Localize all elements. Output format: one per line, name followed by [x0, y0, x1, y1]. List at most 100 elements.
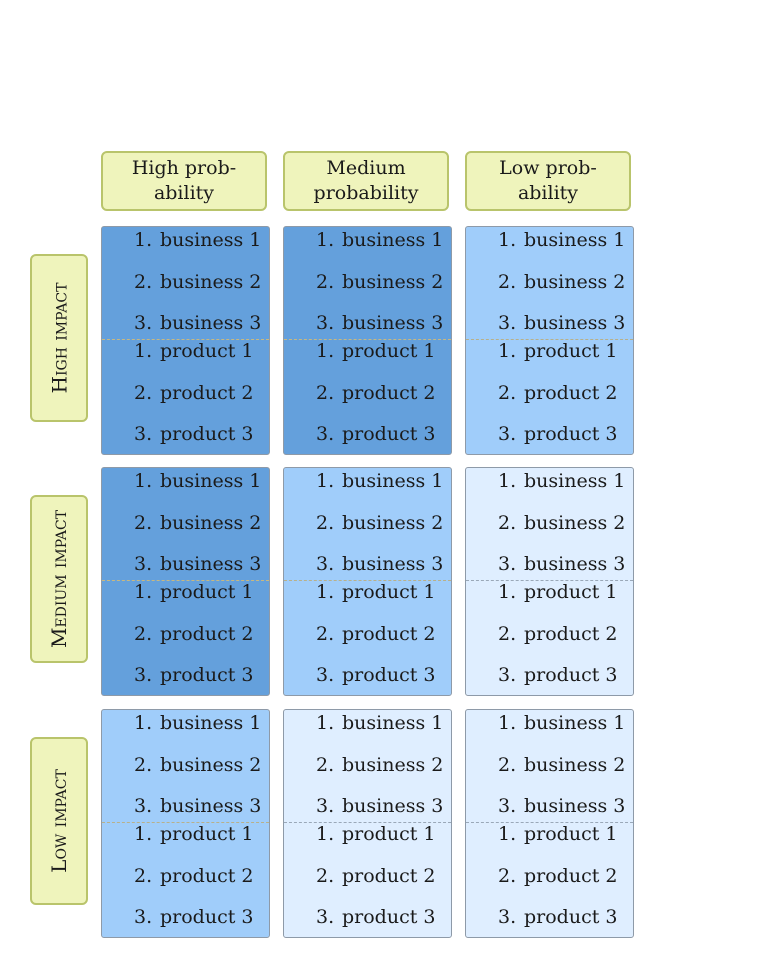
row-header-label: High impact	[47, 282, 72, 394]
item-label: product 1	[342, 581, 436, 603]
list-item: 2.business 2	[134, 754, 261, 776]
item-number: 3.	[498, 423, 517, 445]
item-number: 3.	[498, 553, 517, 575]
list-item: 3.business 3	[498, 553, 625, 575]
item-number: 2.	[498, 622, 517, 645]
item-label: product 3	[160, 906, 254, 928]
item-label: product 3	[524, 423, 618, 445]
list-item: 2.business 2	[498, 271, 625, 293]
list-item: 2.business 2	[498, 754, 625, 776]
item-label: business 1	[342, 229, 444, 251]
list-item: 1.business 1	[498, 470, 625, 492]
item-number: 3.	[316, 795, 335, 817]
list-item: 3.product 3	[498, 906, 618, 928]
item-label: product 1	[160, 340, 254, 362]
item-number: 1.	[134, 340, 153, 362]
list-item: 2.product 2	[316, 382, 436, 404]
item-label: business 1	[342, 470, 444, 492]
item-label: product 1	[524, 340, 618, 362]
item-label: product 2	[160, 622, 254, 645]
item-label: business 1	[524, 712, 626, 734]
item-number: 1.	[498, 470, 517, 492]
item-number: 3.	[134, 553, 153, 575]
row-header-label: Low impact	[47, 769, 72, 873]
item-number: 1.	[316, 581, 335, 603]
item-label: business 2	[342, 270, 444, 293]
item-label: product 1	[524, 823, 618, 845]
list-item: 3. product 3	[498, 664, 618, 686]
item-number: 2.	[134, 511, 153, 534]
list-item: 2.product 2	[316, 865, 436, 887]
item-number: 2.	[316, 511, 335, 534]
column-header-label: Medium probability	[313, 157, 419, 204]
item-number: 3.	[134, 664, 153, 686]
column-header: Medium probability	[283, 151, 449, 211]
item-number: 2.	[134, 381, 153, 404]
item-label: product 3	[342, 664, 436, 686]
item-label: business 2	[160, 270, 262, 293]
item-label: product 3	[524, 906, 618, 928]
item-label: product 2	[160, 381, 254, 404]
item-number: 2.	[134, 622, 153, 645]
item-number: 2.	[316, 270, 335, 293]
list-item: 1. business 1	[316, 229, 443, 251]
list-item: 2. product 2	[134, 623, 254, 645]
item-number: 2.	[134, 753, 153, 776]
list-item: 2. business 2	[316, 512, 443, 534]
item-number: 2.	[316, 381, 335, 404]
item-number: 1.	[498, 823, 517, 845]
item-number: 1.	[134, 229, 153, 251]
item-label: product 1	[524, 581, 618, 603]
item-number: 3.	[498, 312, 517, 334]
item-label: business 1	[342, 712, 444, 734]
list-item: 2.product 2	[316, 623, 436, 645]
item-label: product 1	[160, 581, 254, 603]
row-header: Low impact	[30, 737, 88, 905]
item-label: product 1	[342, 823, 436, 845]
item-label: product 2	[524, 622, 618, 645]
item-number: 2.	[316, 753, 335, 776]
list-item: 2. business 2	[316, 271, 443, 293]
column-header-label: High prob- ability	[131, 157, 237, 204]
item-label: business 3	[342, 553, 444, 575]
item-label: business 1	[160, 712, 262, 734]
column-header-label: Low prob- ability	[499, 157, 597, 204]
list-item: 2.product 2	[498, 865, 618, 887]
list-item: 1.business 1	[134, 229, 261, 251]
business-list: 1.business 1 2.business 2 3. business 3	[102, 710, 269, 824]
item-label: product 1	[160, 823, 254, 845]
item-label: business 2	[342, 511, 444, 534]
item-number: 3.	[498, 664, 517, 686]
item-label: business 3	[160, 795, 262, 817]
item-label: business 1	[160, 470, 262, 492]
item-number: 3.	[316, 906, 335, 928]
row-header-label: Medium impact	[47, 509, 72, 649]
list-item: 1. product 1	[316, 823, 436, 845]
list-item: 1.business 1	[134, 712, 261, 734]
item-number: 1.	[316, 823, 335, 845]
list-item: 3.business 3	[134, 553, 261, 575]
product-list: 1. product 1 2.product 2 3.product 3	[466, 822, 633, 937]
item-number: 2.	[316, 864, 335, 887]
list-item: 3.product 3	[316, 423, 436, 445]
item-label: business 3	[160, 312, 262, 334]
list-item: 1.business 1	[316, 712, 443, 734]
list-item: 1.business 1	[498, 712, 625, 734]
item-label: business 1	[524, 229, 626, 251]
list-item: 3. business 3	[134, 795, 261, 817]
list-item: 2.business 2	[316, 754, 443, 776]
item-number: 1.	[316, 229, 335, 251]
item-number: 2.	[134, 864, 153, 887]
list-item: 3.product 3	[316, 664, 436, 686]
item-label: product 3	[524, 664, 618, 686]
item-number: 3.	[134, 795, 153, 817]
list-item: 1.product 1	[134, 581, 254, 603]
item-number: 1.	[316, 470, 335, 492]
